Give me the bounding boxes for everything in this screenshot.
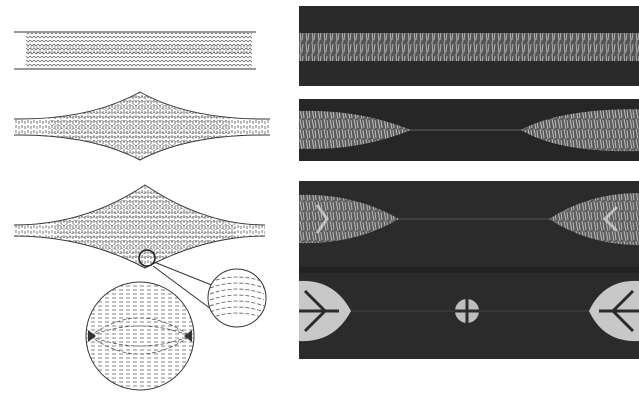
swollen-thread-diagram [14,90,270,162]
magnified-detail-circle [208,269,266,327]
thread-diagram [14,32,256,69]
micrograph-uniform-thread [299,6,639,86]
micrograph-separated-droplets [299,99,639,161]
spindle-detail-circle [86,282,194,390]
schematic-figure [0,0,290,394]
micrograph-droplets-with-satellite [299,181,639,359]
